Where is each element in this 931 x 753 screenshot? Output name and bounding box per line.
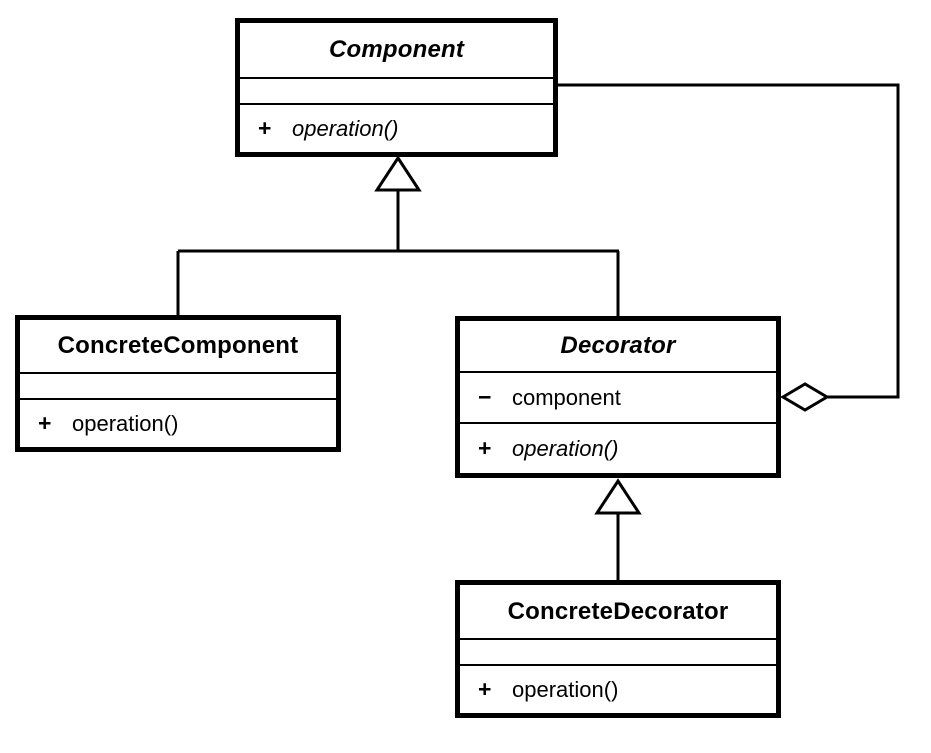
hollow-triangle-icon xyxy=(594,478,642,515)
operation-label: operation() xyxy=(72,410,179,436)
operation-row-decorator-operation: + operation() xyxy=(460,422,776,473)
visibility-marker: − xyxy=(478,384,492,410)
class-box-concrete-decorator[interactable]: ConcreteDecorator + operation() xyxy=(455,580,781,718)
class-name-concrete-decorator: ConcreteDecorator xyxy=(460,585,776,638)
operation-label: operation() xyxy=(292,115,399,141)
class-name-component: Component xyxy=(240,23,553,77)
attributes-compartment-concrete-decorator xyxy=(460,638,776,664)
class-box-concrete-component[interactable]: ConcreteComponent + operation() xyxy=(15,315,341,452)
visibility-marker: + xyxy=(478,676,492,702)
class-name-decorator: Decorator xyxy=(460,321,776,371)
class-box-component[interactable]: Component + operation() xyxy=(235,18,558,157)
visibility-marker: + xyxy=(478,435,492,461)
class-box-decorator[interactable]: Decorator − component + operation() xyxy=(455,316,781,478)
visibility-marker: + xyxy=(38,410,52,436)
attributes-compartment-concrete-component xyxy=(20,372,336,398)
hollow-triangle-icon xyxy=(374,155,422,192)
aggregation-path xyxy=(558,83,900,399)
visibility-marker: + xyxy=(258,115,272,141)
attribute-label: component xyxy=(512,384,621,410)
operation-row-concrete-component-operation: + operation() xyxy=(20,398,336,447)
class-name-concrete-component: ConcreteComponent xyxy=(20,320,336,372)
operation-label: operation() xyxy=(512,676,619,702)
aggregation-decorator-component xyxy=(558,83,900,412)
operation-label: operation() xyxy=(512,435,619,461)
attribute-row-decorator-component: − component xyxy=(460,371,776,422)
hollow-diamond-icon xyxy=(780,382,830,412)
attributes-compartment-component xyxy=(240,77,553,103)
operation-row-concrete-decorator-operation: + operation() xyxy=(460,664,776,713)
generalization-to-decorator xyxy=(594,478,642,580)
operation-row-component-operation: + operation() xyxy=(240,103,553,152)
generalization-to-component xyxy=(176,155,620,318)
